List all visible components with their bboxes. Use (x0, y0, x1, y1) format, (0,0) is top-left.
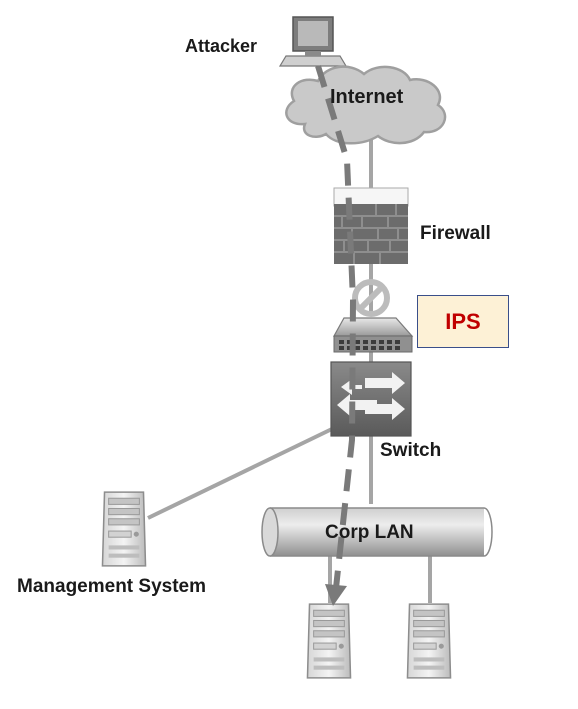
link-switch-management (147, 426, 335, 520)
firewall-icon (333, 187, 409, 264)
ips-label: IPS (445, 308, 481, 334)
attacker-label: Attacker (185, 36, 258, 56)
server-icon (406, 603, 452, 679)
ips-callout: IPS (417, 295, 509, 348)
server-icon (101, 491, 147, 567)
attack-path (315, 65, 357, 589)
server-icon (306, 603, 352, 679)
switch-label: Switch (380, 440, 442, 461)
management-system-label: Management System (17, 576, 207, 597)
connection-lines (147, 140, 432, 603)
corp-lan-label: Corp LAN (325, 522, 414, 543)
corp-lan-cylinder (261, 507, 493, 557)
ips-device-icon (332, 317, 414, 353)
computer-icon (278, 16, 348, 67)
firewall-label: Firewall (420, 223, 491, 244)
attack-arrowhead (325, 584, 347, 606)
switch-icon (330, 361, 412, 437)
internet-label: Internet (330, 86, 404, 108)
blocked-icon (352, 279, 390, 317)
